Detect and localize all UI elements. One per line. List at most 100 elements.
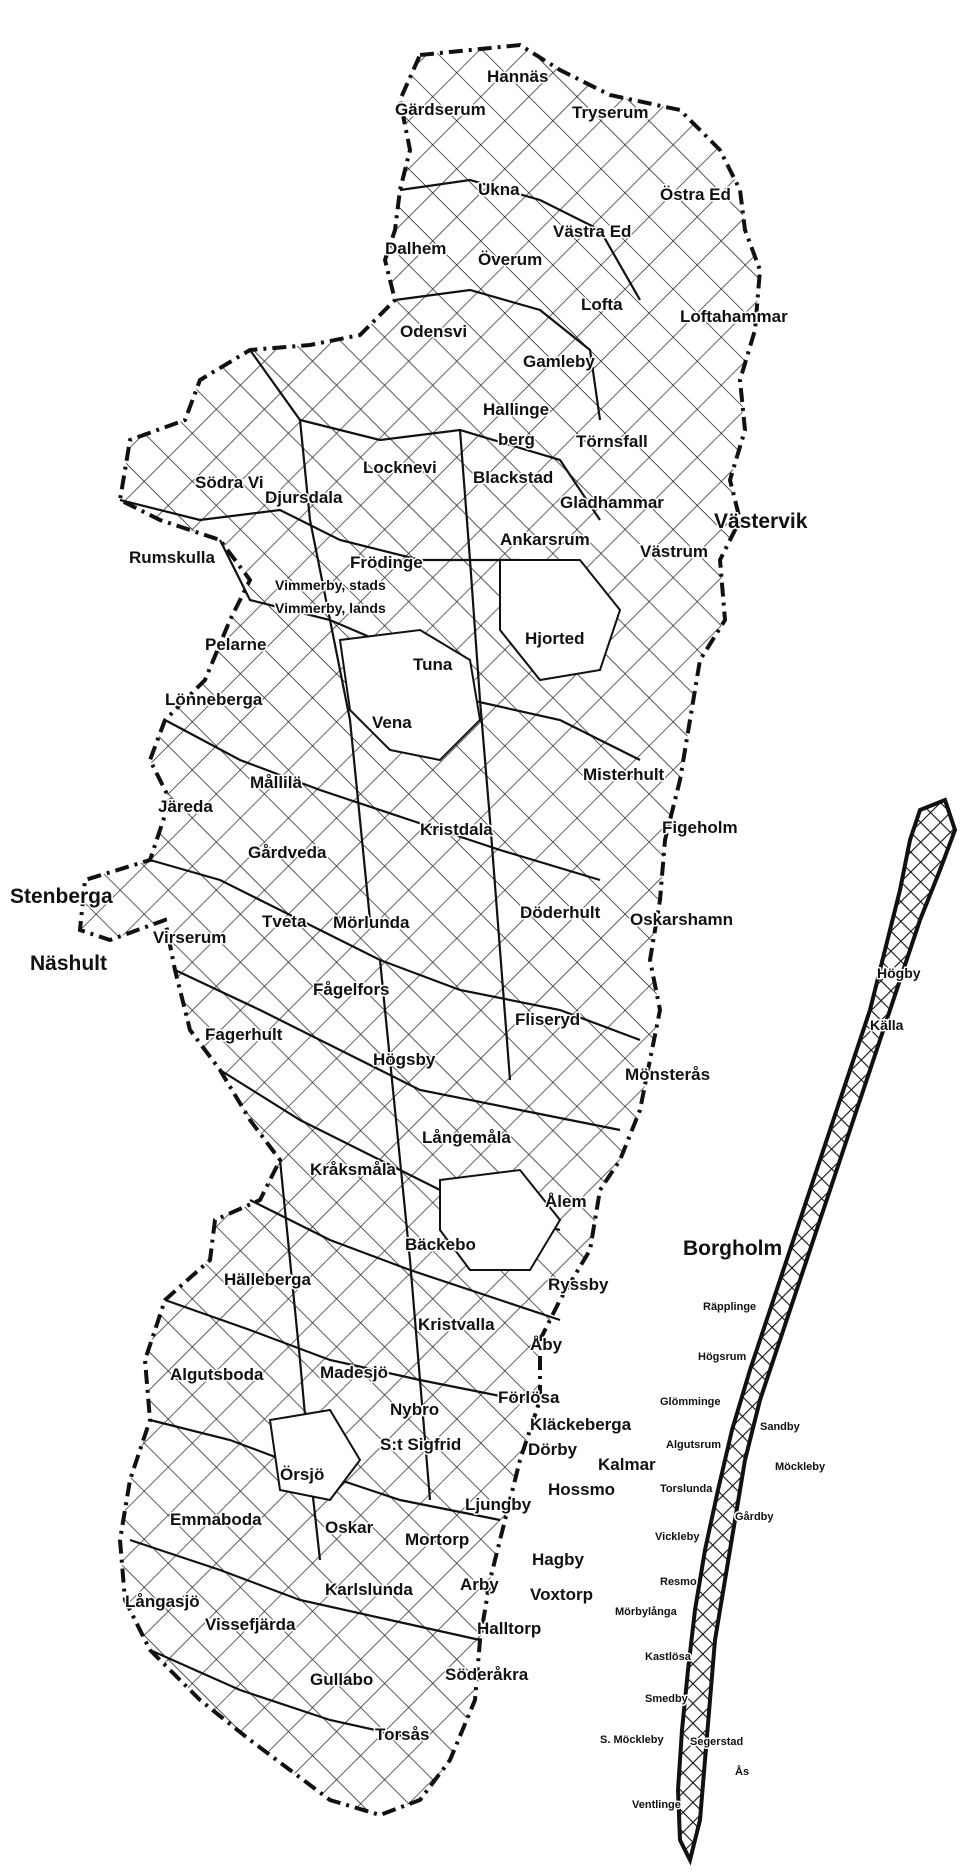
label-jareda: Järeda — [158, 797, 213, 816]
label-ryssby: Ryssby — [548, 1275, 609, 1294]
label-hogsby: Högsby — [373, 1050, 436, 1069]
label-voxtorp: Voxtorp — [530, 1585, 593, 1604]
label-gamleby: Gamleby — [523, 352, 595, 371]
label-sodra-vi: Södra Vi — [195, 473, 264, 492]
label-vimmerby-stads: Vimmerby, stads — [275, 577, 386, 593]
label-oland-ottenby: Ås — [735, 1765, 749, 1778]
label-oland-gardby: Gårdby — [735, 1511, 774, 1523]
label-algutsboda: Algutsboda — [170, 1365, 264, 1384]
label-nashult: Näshult — [30, 952, 107, 975]
label-odensvi: Odensvi — [400, 322, 467, 341]
label-tuna: Tuna — [413, 655, 453, 674]
oland-island — [675, 797, 958, 1866]
label-ostra-ed: Östra Ed — [660, 185, 731, 204]
label-gullabo: Gullabo — [310, 1670, 373, 1689]
label-oland-glomminge: Glömminge — [660, 1396, 721, 1408]
label-locknevi: Locknevi — [363, 458, 437, 477]
label-hallingeberg-2: berg — [498, 430, 535, 449]
label-langemala: Långemåla — [422, 1128, 511, 1147]
label-arby-ryssby: Åby — [530, 1335, 563, 1354]
label-vimmerby-lands: Vimmerby, lands — [275, 600, 386, 616]
label-oland-rapplinge: Räpplinge — [703, 1301, 756, 1313]
label-rumskulla: Rumskulla — [129, 548, 216, 567]
label-ankarsrum: Ankarsrum — [500, 530, 590, 549]
label-tryserum: Tryserum — [572, 103, 649, 122]
label-ljungby: Ljungby — [465, 1495, 532, 1514]
label-oland-hogsrum: Högsrum — [698, 1351, 747, 1363]
label-misterhult: Misterhult — [583, 765, 665, 784]
label-oland-kastlosa: Kastlösa — [645, 1651, 692, 1663]
label-dalhem: Dalhem — [385, 239, 446, 258]
label-vastervik: Västervik — [714, 510, 808, 533]
label-vastrum: Västrum — [640, 542, 708, 561]
label-fliseryd: Fliseryd — [515, 1010, 580, 1029]
label-oland-norra-mockleby: Möckleby — [775, 1461, 826, 1473]
label-borgholm: Borgholm — [683, 1237, 782, 1260]
label-st-sigfrid: S:t Sigfrid — [380, 1435, 461, 1454]
label-tveta: Tveta — [262, 912, 307, 931]
label-gardserum: Gärdserum — [395, 100, 486, 119]
label-oland-resmo: Resmo — [660, 1576, 697, 1588]
label-hjorted: Hjorted — [525, 629, 585, 648]
label-madesjo: Madesjö — [320, 1363, 388, 1382]
label-hossmo: Hossmo — [548, 1480, 615, 1499]
label-hallingeberg-1: Hallinge — [483, 400, 549, 419]
label-oland-smedby: Smedby — [645, 1693, 689, 1705]
label-figeholm: Figeholm — [662, 818, 738, 837]
label-oland-s-mockleby: S. Möckleby — [600, 1734, 664, 1746]
label-oland-vanserum: Ventlinge — [632, 1799, 681, 1811]
label-klackeberga: Kläckeberga — [530, 1415, 632, 1434]
label-kristdala: Kristdala — [420, 820, 493, 839]
label-ukna: Ukna — [478, 180, 520, 199]
label-soderakra: Söderåkra — [445, 1665, 529, 1684]
label-emmaboda: Emmaboda — [170, 1510, 262, 1529]
label-orsjo: Örsjö — [280, 1465, 324, 1484]
label-oland-algutsrum: Algutsrum — [666, 1439, 721, 1451]
label-overum: Överum — [478, 250, 542, 269]
label-blackstad: Blackstad — [473, 468, 553, 487]
label-pelarne: Pelarne — [205, 635, 266, 654]
label-monsteras: Mönsterås — [625, 1065, 710, 1084]
label-oskar: Oskar — [325, 1518, 374, 1537]
label-oland-segerstad: Segerstad — [690, 1736, 743, 1748]
label-nybro: Nybro — [390, 1400, 439, 1419]
label-loftahammar: Loftahammar — [680, 307, 788, 326]
label-stenberga: Stenberga — [10, 885, 113, 908]
unhatched-areas — [268, 559, 622, 1502]
label-alem: Ålem — [545, 1192, 587, 1211]
label-oskarshamn: Oskarshamn — [630, 910, 733, 929]
label-fagelfors: Fågelfors — [313, 980, 390, 999]
label-dorby: Dörby — [528, 1440, 578, 1459]
label-arby: Arby — [460, 1575, 499, 1594]
label-tornsfall: Törnsfall — [576, 432, 648, 451]
label-djursdala: Djursdala — [265, 488, 343, 507]
label-lofta: Lofta — [581, 295, 623, 314]
label-hagby: Hagby — [532, 1550, 585, 1569]
label-mortorp: Mortorp — [405, 1530, 469, 1549]
label-halltorp: Halltorp — [477, 1619, 541, 1638]
parish-labels: Hannäs Gärdserum Tryserum Ukna Östra Ed … — [9, 66, 923, 1813]
label-forlosa: Förlösa — [498, 1388, 560, 1407]
label-virserum: Virserum — [153, 928, 226, 947]
label-langasjo: Långasjö — [125, 1592, 200, 1611]
label-backebo: Bäckebo — [405, 1235, 476, 1254]
label-oland-morbylanga: Mörbylånga — [615, 1606, 678, 1618]
label-gardveda: Gårdveda — [248, 843, 327, 862]
label-fagerhult: Fagerhult — [205, 1025, 283, 1044]
label-oland-torslunda: Torslunda — [660, 1483, 713, 1495]
label-hannas: Hannäs — [487, 67, 548, 86]
label-mallila: Mållilä — [250, 773, 303, 792]
label-kraksmala: Kråksmåla — [310, 1160, 397, 1179]
label-gladhammar: Gladhammar — [560, 493, 664, 512]
label-oland-hogby: Högby — [877, 965, 921, 981]
label-morlunda: Mörlunda — [333, 913, 410, 932]
label-doderhult: Döderhult — [520, 903, 601, 922]
label-frodinge: Frödinge — [350, 553, 423, 572]
label-oland-sandby: Sandby — [760, 1421, 801, 1433]
label-kalmar: Kalmar — [598, 1455, 656, 1474]
label-lonneberga: Lönneberga — [165, 690, 263, 709]
label-karlslunda: Karlslunda — [325, 1580, 413, 1599]
label-vastra-ed: Västra Ed — [553, 222, 631, 241]
mainland-region — [77, 42, 763, 1818]
